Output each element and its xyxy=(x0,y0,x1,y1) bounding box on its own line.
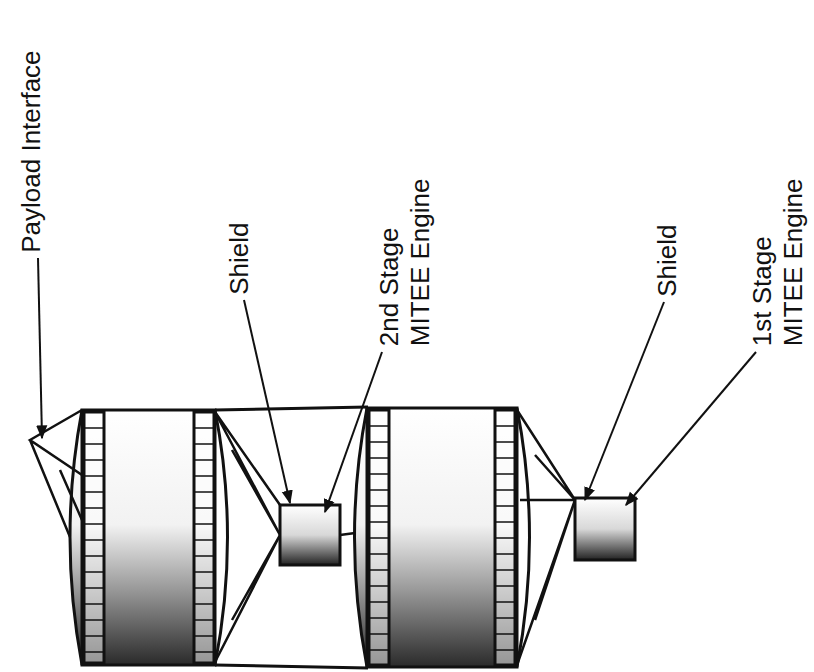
callout-label: Payload Interface xyxy=(16,50,47,252)
band-tick xyxy=(84,571,104,573)
leader-line xyxy=(244,300,290,503)
tank xyxy=(367,408,517,667)
band-tick xyxy=(495,505,515,507)
leader-line xyxy=(38,258,42,438)
band-tick xyxy=(84,459,104,461)
band-tick xyxy=(194,555,214,557)
band-tick xyxy=(369,473,389,475)
band-tick xyxy=(495,633,515,635)
tank-band xyxy=(495,410,515,665)
band-tick xyxy=(84,603,104,605)
band-tick xyxy=(369,505,389,507)
band-tick xyxy=(495,473,515,475)
band-tick xyxy=(369,441,389,443)
band-tick xyxy=(84,555,104,557)
interstage xyxy=(215,407,368,668)
band-tick xyxy=(495,457,515,459)
band-tick xyxy=(84,587,104,589)
band-tick xyxy=(369,457,389,459)
tank-band xyxy=(369,410,389,665)
band-tick xyxy=(84,475,104,477)
engine-box xyxy=(280,505,340,565)
band-tick xyxy=(194,539,214,541)
band-tick xyxy=(194,507,214,509)
band-tick xyxy=(369,489,389,491)
leader-line xyxy=(626,352,756,505)
band-tick xyxy=(495,649,515,651)
tank-cap xyxy=(70,410,82,665)
engine-truss xyxy=(215,412,280,662)
callout-label: 2nd Stage MITEE Engine xyxy=(374,166,436,346)
band-tick xyxy=(369,521,389,523)
band-tick xyxy=(84,491,104,493)
band-tick xyxy=(84,427,104,429)
band-tick xyxy=(84,523,104,525)
band-tick xyxy=(369,633,389,635)
band-tick xyxy=(194,475,214,477)
engine-truss xyxy=(517,410,575,665)
band-tick xyxy=(194,651,214,653)
band-tick xyxy=(495,441,515,443)
band-tick xyxy=(194,491,214,493)
leader-line xyxy=(585,302,664,500)
band-tick xyxy=(369,569,389,571)
band-tick xyxy=(369,537,389,539)
callout-label: 1st Stage MITEE Engine xyxy=(747,166,809,346)
band-tick xyxy=(369,649,389,651)
band-tick xyxy=(84,635,104,637)
band-tick xyxy=(194,571,214,573)
band-tick xyxy=(495,537,515,539)
callout-label: Shield xyxy=(224,222,255,294)
band-tick xyxy=(84,507,104,509)
band-tick xyxy=(194,603,214,605)
tank-cap xyxy=(215,410,228,665)
stage-one xyxy=(355,408,636,667)
payload-truss xyxy=(30,410,82,537)
band-tick xyxy=(495,617,515,619)
band-tick xyxy=(495,585,515,587)
band-tick xyxy=(495,553,515,555)
band-tick xyxy=(194,635,214,637)
callout-label: Shield xyxy=(652,224,683,296)
stage-two xyxy=(30,407,378,668)
tank-band xyxy=(194,412,214,663)
band-tick xyxy=(194,523,214,525)
band-tick xyxy=(194,459,214,461)
band-tick xyxy=(84,539,104,541)
band-tick xyxy=(369,585,389,587)
band-tick xyxy=(369,601,389,603)
band-tick xyxy=(194,443,214,445)
band-tick xyxy=(495,521,515,523)
band-tick xyxy=(84,619,104,621)
band-tick xyxy=(84,651,104,653)
band-tick xyxy=(194,619,214,621)
band-tick xyxy=(194,587,214,589)
tank-band xyxy=(84,412,104,663)
band-tick xyxy=(495,601,515,603)
band-tick xyxy=(84,443,104,445)
band-tick xyxy=(194,427,214,429)
band-ticks xyxy=(84,426,515,652)
tank-cap xyxy=(517,408,530,667)
band-tick xyxy=(369,553,389,555)
band-tick xyxy=(369,425,389,427)
engine-box xyxy=(575,498,635,560)
tank xyxy=(82,410,215,665)
band-tick xyxy=(495,425,515,427)
band-tick xyxy=(495,489,515,491)
leader-line xyxy=(325,352,382,512)
band-tick xyxy=(369,617,389,619)
tank-cap xyxy=(355,408,368,667)
band-tick xyxy=(495,569,515,571)
